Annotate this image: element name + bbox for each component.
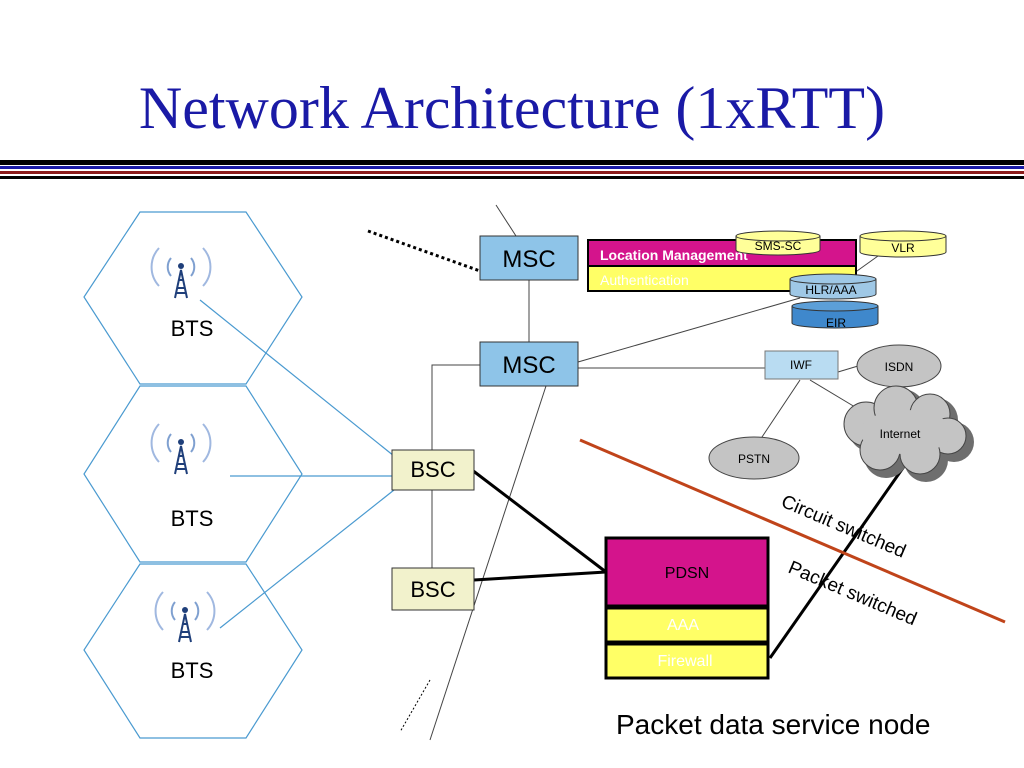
dotted-link [399, 679, 431, 733]
msc-box[interactable] [479, 341, 579, 387]
packet-link [471, 468, 607, 574]
cell-hexagon [83, 211, 303, 385]
hlr-aaa-database[interactable]: HLR/AAA [789, 273, 877, 300]
bts-label: BTS [171, 658, 214, 683]
cell-hexagon [83, 385, 303, 563]
aaa-label: AAA [667, 617, 699, 634]
msc-box[interactable] [479, 235, 579, 281]
internet-cloud[interactable]: Internet [843, 385, 974, 482]
bts-label: BTS [171, 506, 214, 531]
tower-icon [150, 247, 212, 299]
location-management-label: Location Management [600, 247, 748, 263]
svg-text:SMS-SC: SMS-SC [755, 239, 802, 253]
sms-sc-database[interactable]: SMS-SC [735, 230, 821, 256]
svg-text:VLR: VLR [891, 241, 915, 255]
svg-text:EIR: EIR [826, 316, 846, 330]
aaa-box[interactable] [604, 606, 770, 644]
authentication-label: Authentication [600, 272, 689, 288]
link-line [431, 364, 482, 450]
pdsn-box[interactable] [604, 536, 770, 608]
bsc-label: BSC [410, 457, 455, 482]
pstn-network[interactable] [708, 436, 800, 480]
cell-hexagon [83, 563, 303, 739]
packet-switched-label: Packet switched [785, 557, 920, 630]
link-line [759, 379, 801, 441]
caption: Packet data service node [616, 709, 930, 740]
tower-icon [150, 423, 212, 475]
header-rules [0, 160, 1024, 179]
page-title: Network Architecture (1xRTT) [138, 75, 886, 141]
iwf-label: IWF [790, 358, 812, 372]
bsc-box[interactable] [391, 567, 475, 611]
link-line [495, 204, 517, 237]
bts-label: BTS [171, 316, 214, 341]
link-line [837, 365, 859, 373]
packet-link [473, 570, 607, 582]
msc-label: MSC [502, 246, 555, 273]
bsc-box[interactable] [391, 449, 475, 491]
vlr-database[interactable]: VLR [859, 230, 947, 258]
link-line [577, 297, 801, 363]
bsc-label: BSC [410, 577, 455, 602]
bts-link [219, 489, 395, 629]
divider-line [579, 438, 1006, 624]
svg-text:HLR/AAA: HLR/AAA [805, 283, 856, 297]
bts-link [199, 299, 395, 457]
firewall-box[interactable] [604, 642, 770, 680]
packet-link [768, 464, 907, 659]
eir-database[interactable]: EIR [791, 300, 879, 330]
svg-text:Internet: Internet [880, 427, 921, 441]
link-line [429, 385, 547, 741]
firewall-label: Firewall [657, 653, 712, 670]
msc-label: MSC [502, 352, 555, 379]
pstn-label: PSTN [738, 452, 770, 466]
link-line [809, 379, 861, 411]
pdsn-label: PDSN [665, 565, 709, 582]
dotted-link [367, 229, 481, 273]
tower-icon [154, 591, 216, 643]
iwf-box[interactable] [764, 350, 839, 380]
isdn-label: ISDN [885, 360, 914, 374]
